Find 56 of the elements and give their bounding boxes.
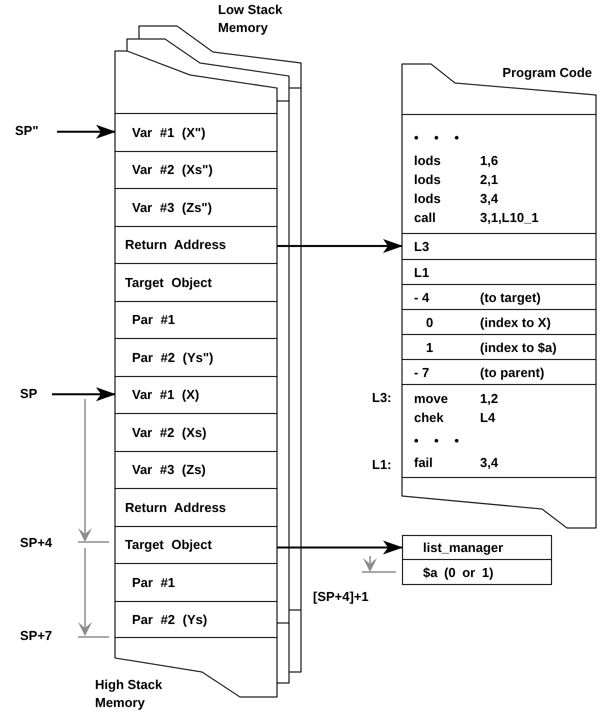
stack-slot: Var #2 (Xs) <box>115 413 277 450</box>
pointer-label: [SP+4]+1 <box>313 588 389 606</box>
object-field: list_manager <box>402 535 552 560</box>
pointer-label: SP <box>20 385 46 403</box>
code-operand: fail <box>414 454 434 472</box>
code-text: - 4 <box>414 289 430 306</box>
stack-slot: Par #2 (Ys") <box>115 338 277 376</box>
code-text: 3,4 <box>480 190 500 208</box>
code-text: 1,6 <box>480 152 500 170</box>
stack-slot: Par #2 (Ys) <box>115 600 277 638</box>
code-label: L3: <box>372 389 392 407</box>
stack-slot: Return Address <box>115 226 277 263</box>
code-text: 0 <box>426 314 434 331</box>
stack-slot: Var #1 (X) <box>115 376 277 413</box>
stack-slot: Var #3 (Zs) <box>115 450 277 488</box>
code-text: - 7 <box>414 364 430 381</box>
stack-slot: Var #2 (Xs") <box>115 150 277 188</box>
arrow <box>57 124 116 139</box>
code-text: 3,4 <box>480 454 498 472</box>
code-text: 3,1,L10_1 <box>480 209 539 227</box>
arrow <box>52 387 116 402</box>
code-operand: 1,2 <box>480 390 498 408</box>
stack-slot: Var #3 (Zs") <box>115 188 277 226</box>
code-operand: lods <box>414 190 442 208</box>
ellipsis-dots: • • • <box>414 432 466 450</box>
stack-slot: Return Address <box>115 488 277 526</box>
code-operand: L4 <box>480 409 496 427</box>
ellipsis-dots: • • • <box>414 128 466 146</box>
code-operand: (index to $a) <box>480 339 557 356</box>
memory-end-label: High Stack Memory <box>95 676 164 712</box>
pointer-label: SP+4 <box>20 534 62 552</box>
code-operand: call <box>414 209 437 227</box>
stack-slot: Par #1 <box>115 300 277 338</box>
pointer-label: SP" <box>15 122 51 140</box>
stack-slot: Var #1 (X") <box>115 113 277 150</box>
code-text: 2,1 <box>480 171 500 189</box>
stack-slot: Target Object <box>115 263 277 300</box>
code-operand: lods <box>414 171 442 189</box>
object-field: $a (0 or 1) <box>402 560 552 585</box>
code-text: L3 <box>414 238 430 255</box>
heading: Program Code <box>502 64 592 82</box>
arrow <box>277 540 403 554</box>
code-text: chek <box>414 409 445 427</box>
code-label: L1: <box>372 456 392 474</box>
code-text: L1 <box>414 264 430 281</box>
memory-end-label: Low Stack Memory <box>218 1 284 37</box>
code-operand: (to parent) <box>480 364 544 381</box>
code-text: move <box>414 390 449 408</box>
stack-slot: Par #1 <box>115 563 277 600</box>
pointer-label: SP+7 <box>20 627 62 645</box>
arrow <box>277 239 403 253</box>
stack-slot: Target Object <box>115 526 277 563</box>
code-operand: (index to X) <box>480 314 551 331</box>
code-operand: lods <box>414 152 442 170</box>
code-operand: (to target) <box>480 289 541 306</box>
code-text: 1 <box>426 339 434 356</box>
